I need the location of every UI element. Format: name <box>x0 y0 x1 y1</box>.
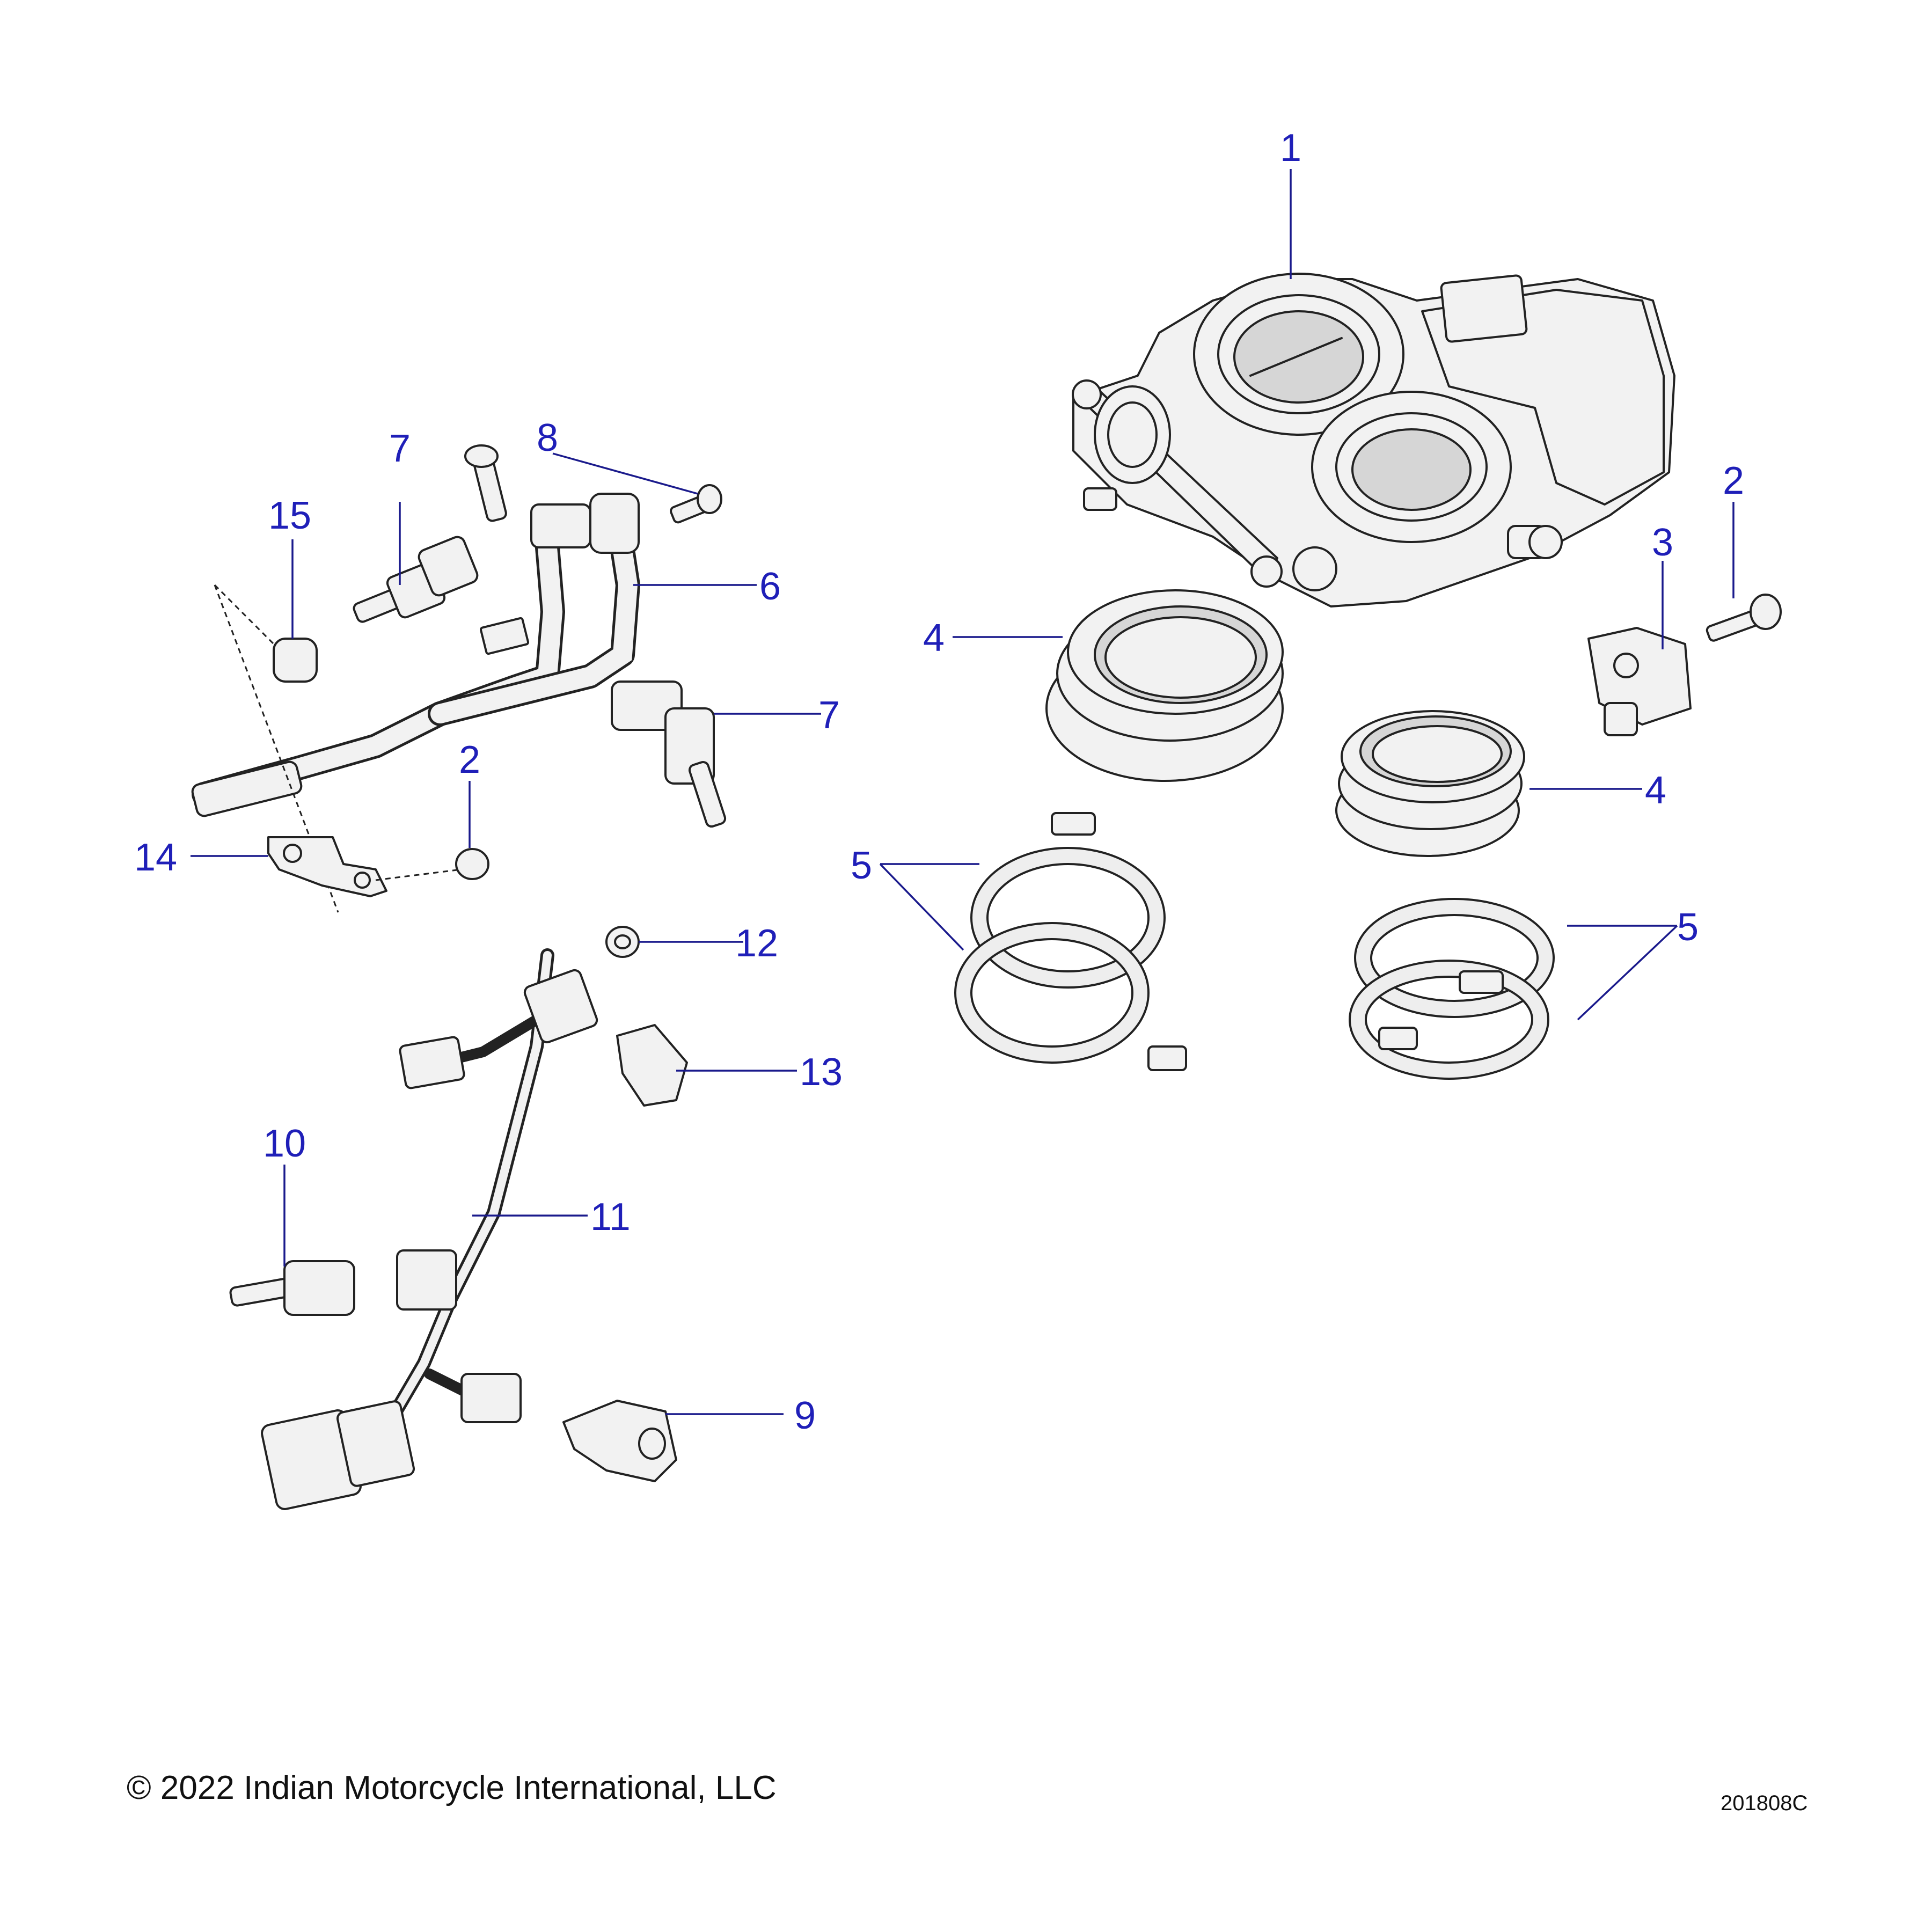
callout-2-right: 2 <box>1723 459 1744 502</box>
intake-boot-right <box>1335 710 1525 857</box>
copyright-notice: © 2022 Indian Motorcycle International, … <box>127 1769 777 1806</box>
callout-7-lower: 7 <box>818 694 840 737</box>
callout-9: 9 <box>794 1394 816 1437</box>
wire-harness <box>261 948 598 1510</box>
callout-4-right: 4 <box>1645 769 1666 812</box>
callout-5-right: 5 <box>1677 906 1699 949</box>
fuel-line <box>191 493 640 817</box>
screw-right <box>1706 594 1782 642</box>
callout-7-upper: 7 <box>389 427 411 470</box>
callout-labels: 1 2 3 4 4 5 5 6 7 7 8 15 14 2 12 13 10 1… <box>134 127 1744 1437</box>
screw-left <box>455 848 489 880</box>
throttle-body-assembly <box>1072 273 1675 608</box>
diagram-code: 201808C <box>1721 1791 1808 1815</box>
callout-6: 6 <box>759 565 781 608</box>
intake-boot-left <box>1045 589 1284 782</box>
callout-12: 12 <box>735 922 778 965</box>
callout-11: 11 <box>590 1196 631 1239</box>
callout-leaders <box>191 169 1735 1415</box>
hose-clamps-left <box>954 812 1187 1071</box>
callout-10: 10 <box>263 1122 306 1165</box>
callout-1: 1 <box>1280 127 1301 170</box>
callout-3: 3 <box>1652 521 1673 564</box>
callout-5-left: 5 <box>851 844 872 887</box>
callout-4-left: 4 <box>923 617 945 660</box>
temp-sensor <box>229 1260 355 1316</box>
fuel-injector <box>611 680 727 828</box>
callout-13: 13 <box>800 1051 843 1094</box>
callout-8: 8 <box>537 416 558 459</box>
ring-12 <box>605 926 640 958</box>
callout-2-left: 2 <box>459 738 480 781</box>
clip-13 <box>616 1024 688 1107</box>
callout-14: 14 <box>134 836 177 879</box>
callout-15: 15 <box>268 494 311 537</box>
hose-clamps-right <box>1349 898 1555 1080</box>
knock-sensor <box>562 1400 677 1482</box>
sensor-upper <box>353 536 479 623</box>
screws-8 <box>464 444 722 524</box>
map-sensor <box>1587 627 1692 736</box>
bracket <box>267 836 462 897</box>
